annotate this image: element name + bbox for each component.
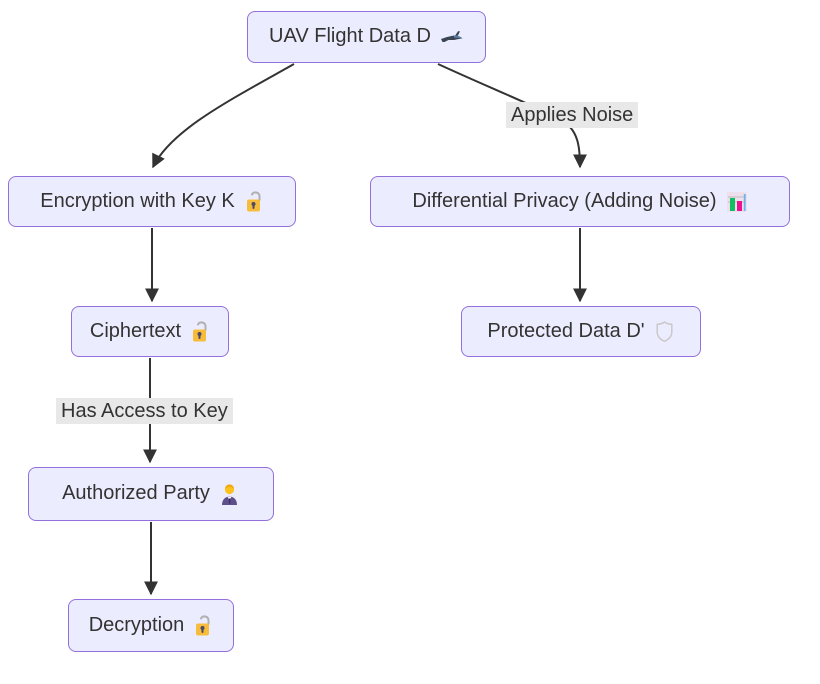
node-label: Ciphertext (89, 319, 182, 342)
node-label: Differential Privacy (Adding Noise) (412, 189, 717, 212)
edge-uav-to-encryption (152, 63, 295, 169)
node-label: UAV Flight Data D (269, 25, 431, 47)
shield-icon (654, 320, 675, 343)
node-uav-flight-data: UAV Flight Data D (247, 11, 486, 63)
node-label: Decryption (88, 613, 185, 636)
node-decryption: Decryption (68, 599, 234, 652)
edge-label-has-access-to-key: Has Access to Key (56, 398, 233, 424)
node-ciphertext: Ciphertext (71, 306, 229, 357)
node-authorized-party: Authorized Party (28, 467, 274, 521)
unlock-icon (193, 614, 213, 637)
airplane-icon (440, 29, 464, 45)
node-label: Authorized Party (62, 482, 210, 504)
unlock-icon (190, 320, 210, 343)
node-encryption-with-key: Encryption with Key K (8, 176, 296, 227)
node-label: Protected Data D' (487, 319, 645, 342)
unlock-icon (244, 190, 264, 213)
bar-chart-icon (726, 191, 748, 213)
edge-label-applies-noise: Applies Noise (506, 102, 639, 128)
node-differential-privacy: Differential Privacy (Adding Noise) (370, 176, 790, 227)
business-person-icon (219, 483, 240, 506)
node-label: Encryption with Key K (40, 189, 235, 212)
node-protected-data: Protected Data D' (461, 306, 701, 357)
